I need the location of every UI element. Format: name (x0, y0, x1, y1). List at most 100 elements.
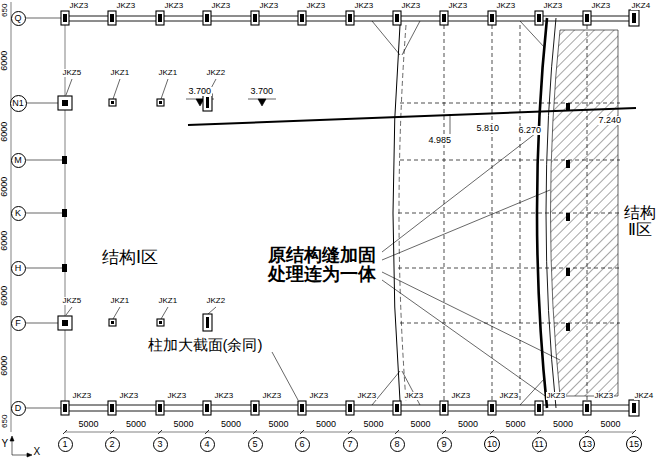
axis-bubble: 3 (153, 437, 168, 452)
axis-label: Q (14, 14, 21, 23)
dimension: 6000 (0, 49, 9, 71)
column-label: JKZ3 (404, 392, 425, 400)
axis-label: 4 (204, 440, 209, 449)
axis-bubble: 5 (248, 437, 263, 452)
zone-label: 结构Ⅱ区 (622, 205, 658, 239)
axis-bubble: N1 (10, 95, 27, 112)
axis-label: 8 (394, 440, 399, 449)
axis-bubble: 6 (295, 437, 310, 452)
column-label: JKZ3 (354, 2, 375, 10)
axis-bubble: 11 (532, 437, 547, 452)
dimension: 5000 (363, 420, 385, 429)
dimension: 6000 (0, 354, 9, 376)
dimension: 6000 (0, 175, 9, 197)
callout-note: 原结构缝加固处理连为一体 (265, 246, 379, 284)
column-label: JKZ3 (262, 392, 283, 400)
axis-bubble: 9 (437, 437, 452, 452)
column-label: JKZ1 (110, 69, 131, 77)
axis-label: M (14, 156, 22, 165)
axis-label: K (15, 209, 21, 218)
axis-bubble: 1 (58, 437, 73, 452)
axis-label: 3 (157, 440, 162, 449)
column-label: JKZ3 (259, 2, 280, 10)
column-label: JKZ3 (167, 392, 188, 400)
axis-label: F (15, 319, 21, 328)
column-label: JKZ3 (451, 392, 472, 400)
column-label: JKZ3 (401, 2, 422, 10)
dimension: 5000 (220, 420, 242, 429)
axis-label: 6 (299, 440, 304, 449)
column-label: JKZ2 (206, 297, 227, 305)
column-label: JKZ2 (206, 69, 227, 77)
dimension: 5000 (600, 420, 622, 429)
column-label: JKZ4 (634, 392, 655, 400)
column-label: JKZ3 (164, 2, 185, 10)
axis-bubble: F (11, 316, 26, 331)
axis-label: 5 (252, 440, 257, 449)
dimension: 5000 (315, 420, 337, 429)
dimension: 6000 (0, 284, 9, 306)
dimension: 6000 (0, 229, 9, 251)
axis-bubble: H (11, 261, 26, 276)
dimension: 6000 (0, 120, 9, 142)
elevation-label: 5.810 (476, 124, 501, 133)
column-label: JKZ1 (158, 297, 179, 305)
axis-label: 1 (62, 440, 67, 449)
zone-label: 结构Ⅰ区 (101, 249, 159, 267)
column-label: JKZ5 (62, 69, 83, 77)
axis-bubble: K (11, 206, 26, 221)
dimension: 5000 (125, 420, 147, 429)
dimension: 5000 (410, 420, 432, 429)
column-label: JKZ3 (357, 392, 378, 400)
dimension: 650 (1, 3, 9, 18)
axis-bubble: 15 (626, 436, 642, 452)
column-label: JKZ3 (72, 392, 93, 400)
dimension: 5000 (505, 420, 527, 429)
axis-bubble: 13 (579, 436, 595, 452)
elevation-label: 4.985 (428, 136, 453, 145)
axis-label: 7 (347, 440, 352, 449)
axis-name: X (33, 447, 42, 458)
column-label: JKZ3 (496, 2, 517, 10)
axis-label: 2 (109, 440, 114, 449)
dimension: 5000 (268, 420, 290, 429)
column-label: JKZ3 (543, 2, 564, 10)
column-label: JKZ3 (499, 392, 520, 400)
axis-bubble: 8 (390, 437, 405, 452)
axis-label: 9 (441, 440, 446, 449)
elevation-label: 3.700 (188, 87, 213, 96)
axis-bubble: D (11, 401, 26, 416)
column-label: JKZ3 (591, 2, 612, 10)
column-label: JKZ1 (110, 297, 131, 305)
axis-label: 13 (582, 440, 592, 449)
axis-label: N1 (12, 99, 24, 108)
axis-bubble: M (11, 153, 26, 168)
dimension: 5000 (552, 420, 574, 429)
axis-bubble: 10 (484, 436, 500, 452)
column-label: JKZ1 (158, 69, 179, 77)
dimension: 5000 (78, 420, 100, 429)
elevation-label: 7.240 (598, 116, 623, 125)
axis-bubble: 2 (105, 437, 120, 452)
column-label: JKZ3 (306, 2, 327, 10)
axis-label: 15 (629, 440, 639, 449)
column-label: JKZ3 (309, 392, 330, 400)
column-label: JKZ3 (69, 2, 90, 10)
column-label: JKZ3 (546, 392, 567, 400)
axis-label: D (15, 404, 22, 413)
axis-bubble: 7 (343, 437, 358, 452)
dimension: 650 (1, 414, 9, 429)
column-label: JKZ3 (211, 2, 232, 10)
column-label: JKZ3 (119, 392, 140, 400)
axis-bubble: Q (11, 11, 26, 26)
axis-name: Y (1, 439, 10, 450)
dimension: 5000 (457, 420, 479, 429)
column-label: JKZ3 (214, 392, 235, 400)
column-label: JKZ3 (594, 392, 615, 400)
column-label: JKZ4 (631, 2, 652, 10)
dimension: 5000 (173, 420, 195, 429)
elevation-label: 6.270 (518, 126, 543, 135)
callout-note: 柱加大截面(余同) (147, 337, 264, 353)
